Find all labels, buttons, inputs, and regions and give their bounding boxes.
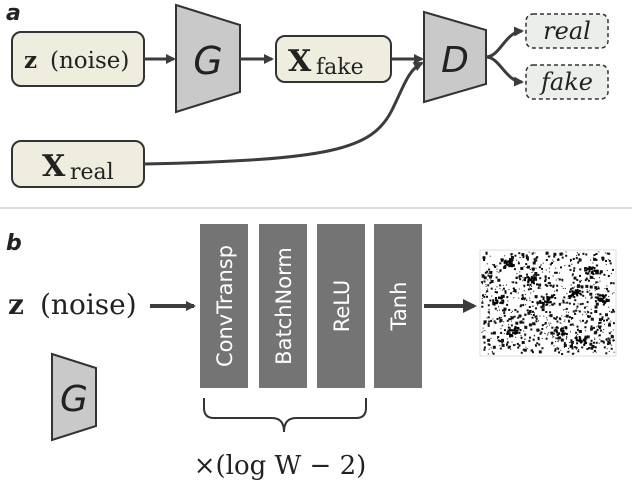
panel-a-label: a <box>6 1 21 26</box>
layer-label-relu: ReLU <box>330 280 354 333</box>
layer-block-batchnorm <box>259 224 307 388</box>
real-output-box <box>525 13 609 49</box>
real-output-label: real <box>543 17 591 45</box>
layer-stack: ConvTransp BatchNorm ReLU Tanh <box>200 224 422 388</box>
noise-symbol-b: z <box>8 288 24 321</box>
noise-symbol: z <box>24 47 37 74</box>
fake-sample-subscript: fake <box>316 55 364 80</box>
generator-label-b: G <box>60 379 88 420</box>
layer-block-convtransp <box>200 224 248 388</box>
real-sample-symbol: X <box>42 149 66 184</box>
layer-block-relu <box>317 224 365 388</box>
generator-label: G <box>193 39 222 83</box>
layer-label-batchnorm: BatchNorm <box>272 247 296 365</box>
discriminator-block <box>423 10 487 104</box>
noise-text-b: (noise) <box>40 288 137 321</box>
generated-image <box>479 249 617 357</box>
layer-label-tanh: Tanh <box>387 282 411 332</box>
repeat-brace <box>203 398 367 433</box>
fake-sample-symbol: X <box>288 44 312 79</box>
fake-output-label: fake <box>539 68 593 96</box>
noise-text: (noise) <box>50 48 129 74</box>
fake-output-box <box>525 64 609 100</box>
generator-block <box>175 3 241 114</box>
discriminator-label: D <box>441 40 469 81</box>
arrow-d-to-fake <box>485 55 524 87</box>
arrow-d-to-real <box>485 26 524 59</box>
generator-block-b <box>51 352 97 442</box>
layer-label-convtransp: ConvTransp <box>213 245 237 367</box>
generated-image-texture <box>481 251 615 355</box>
panel-b-label: b <box>6 231 22 256</box>
layer-block-tanh <box>374 224 422 388</box>
arrow-real-to-d <box>143 61 424 166</box>
repeat-label: ×(log W − 2) <box>194 451 367 481</box>
real-sample-subscript: real <box>70 160 114 185</box>
